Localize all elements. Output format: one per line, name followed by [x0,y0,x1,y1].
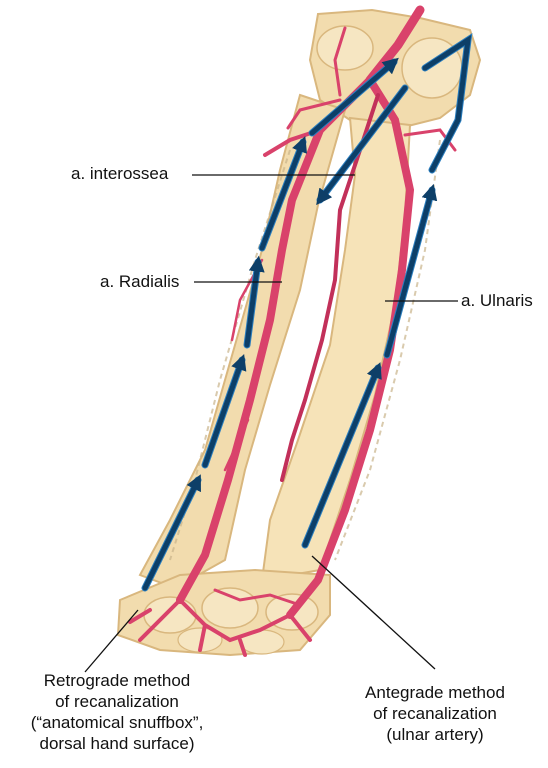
leader-retrograde [85,610,138,672]
caption-antegrade: Antegrade method of recanalization (ulna… [335,682,535,745]
caption-retrograde-line-4: dorsal hand surface) [6,733,228,754]
label-ulnaris: a. Ulnaris [461,290,533,311]
caption-antegrade-line-3: (ulnar artery) [335,724,535,745]
caption-retrograde-line-3: (“anatomical snuffbox”, [6,712,228,733]
label-interossea: a. interossea [71,163,168,184]
caption-antegrade-line-2: of recanalization [335,703,535,724]
caption-antegrade-line-1: Antegrade method [335,682,535,703]
label-radialis: a. Radialis [100,271,179,292]
caption-retrograde-line-1: Retrograde method [6,670,228,691]
caption-retrograde: Retrograde method of recanalization (“an… [6,670,228,754]
caption-retrograde-line-2: of recanalization [6,691,228,712]
